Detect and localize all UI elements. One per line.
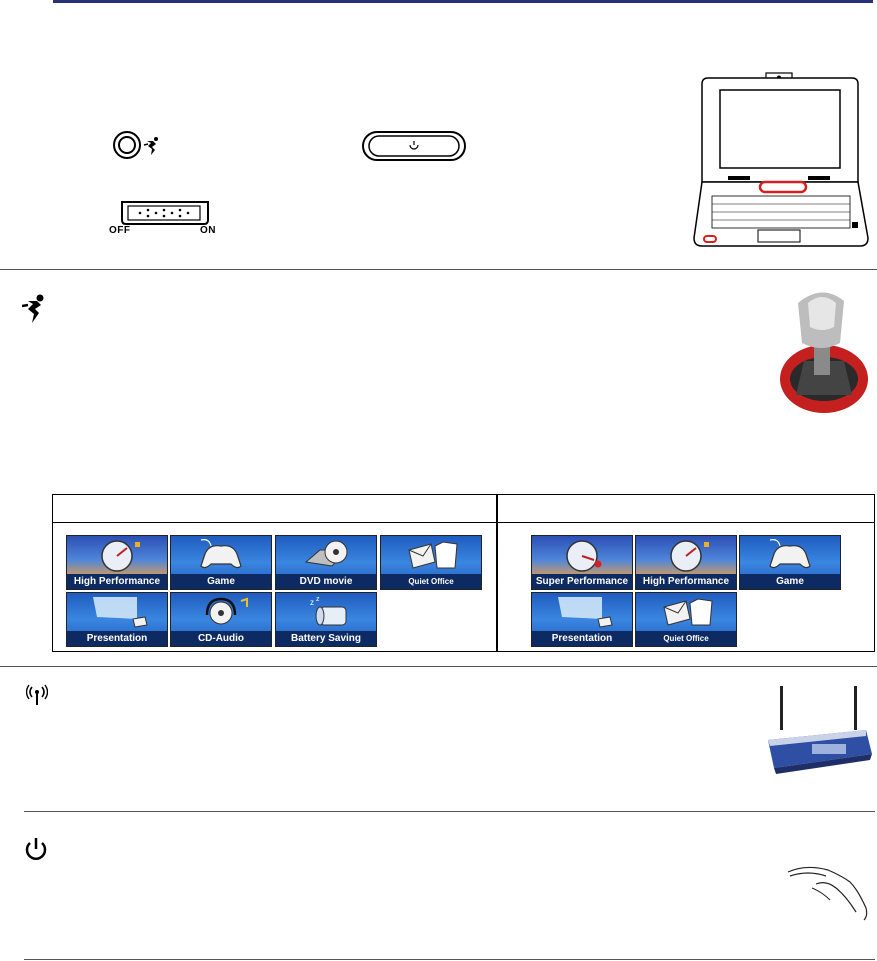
- mode-tile-battery-saving[interactable]: z z Battery Saving: [275, 592, 377, 647]
- mode-tile-high-performance[interactable]: High Performance: [635, 535, 737, 590]
- wireless-switch-diagram: [108, 200, 228, 231]
- mode-label: Game: [171, 574, 271, 589]
- battery-icon: z z: [310, 596, 347, 626]
- projector-icon: [93, 597, 148, 628]
- section-divider-3: [24, 811, 875, 812]
- super-hybrid-button-diagram: [110, 128, 166, 167]
- mode-label: High Performance: [636, 574, 736, 589]
- hand-illustration: [786, 858, 870, 929]
- headphones-cd-icon: [205, 597, 248, 625]
- dvd-icon: [304, 540, 348, 567]
- mode-tile-game[interactable]: Game: [739, 535, 841, 590]
- mode-tile-cd-audio[interactable]: CD-Audio: [170, 592, 272, 647]
- svg-text:z: z: [316, 596, 320, 603]
- gear-shifter-illustration: [764, 283, 876, 422]
- mode-label: CD-Audio: [171, 631, 271, 646]
- mode-label: High Performance: [67, 574, 167, 589]
- super-hybrid-icon: [21, 294, 48, 329]
- switch-on-label: ON: [200, 225, 216, 236]
- speedometer-icon: [566, 540, 602, 572]
- speedometer-icon: [101, 540, 140, 572]
- mode-tile-super-performance[interactable]: Super Performance: [531, 535, 633, 590]
- power-modes-table-header: [53, 495, 874, 523]
- power-modes-table: High Performance Game DVD movie Quiet Of…: [52, 494, 875, 652]
- speedometer-icon: [670, 540, 709, 572]
- mode-tile-game[interactable]: Game: [170, 535, 272, 590]
- projector-icon: [558, 597, 613, 628]
- mode-label: Super Performance: [532, 574, 632, 589]
- mode-tile-presentation[interactable]: Presentation: [531, 592, 633, 647]
- mode-tile-presentation[interactable]: Presentation: [66, 592, 168, 647]
- section-divider-2: [0, 666, 877, 667]
- mode-label: Quiet Office: [381, 574, 481, 589]
- mode-label: DVD movie: [276, 574, 376, 589]
- mode-tile-quiet-office[interactable]: Quiet Office: [635, 592, 737, 647]
- power-icon: [24, 836, 48, 867]
- mode-label: Presentation: [67, 631, 167, 646]
- laptop-illustration: [688, 70, 874, 259]
- mode-label: Game: [740, 574, 840, 589]
- mode-tile-high-performance[interactable]: High Performance: [66, 535, 168, 590]
- section-divider-1: [0, 269, 877, 270]
- header-rule: [53, 0, 873, 3]
- mode-tile-quiet-office[interactable]: Quiet Office: [380, 535, 482, 590]
- router-illustration: [762, 684, 874, 785]
- power-button-diagram: [362, 131, 466, 166]
- mode-label: Quiet Office: [636, 631, 736, 646]
- svg-text:z: z: [310, 598, 314, 607]
- gamepad-icon: [769, 539, 811, 569]
- super-hybrid-icon: [143, 137, 158, 155]
- switch-off-label: OFF: [109, 225, 131, 236]
- mode-label: Battery Saving: [276, 631, 376, 646]
- mail-folder-icon: [663, 598, 713, 626]
- mode-tile-dvd-movie[interactable]: DVD movie: [275, 535, 377, 590]
- mode-label: Presentation: [532, 631, 632, 646]
- wireless-icon: [25, 684, 49, 711]
- gamepad-icon: [200, 539, 242, 569]
- section-divider-4: [24, 959, 875, 960]
- mail-folder-icon: [408, 541, 458, 569]
- power-modes-table-divider: [496, 495, 498, 651]
